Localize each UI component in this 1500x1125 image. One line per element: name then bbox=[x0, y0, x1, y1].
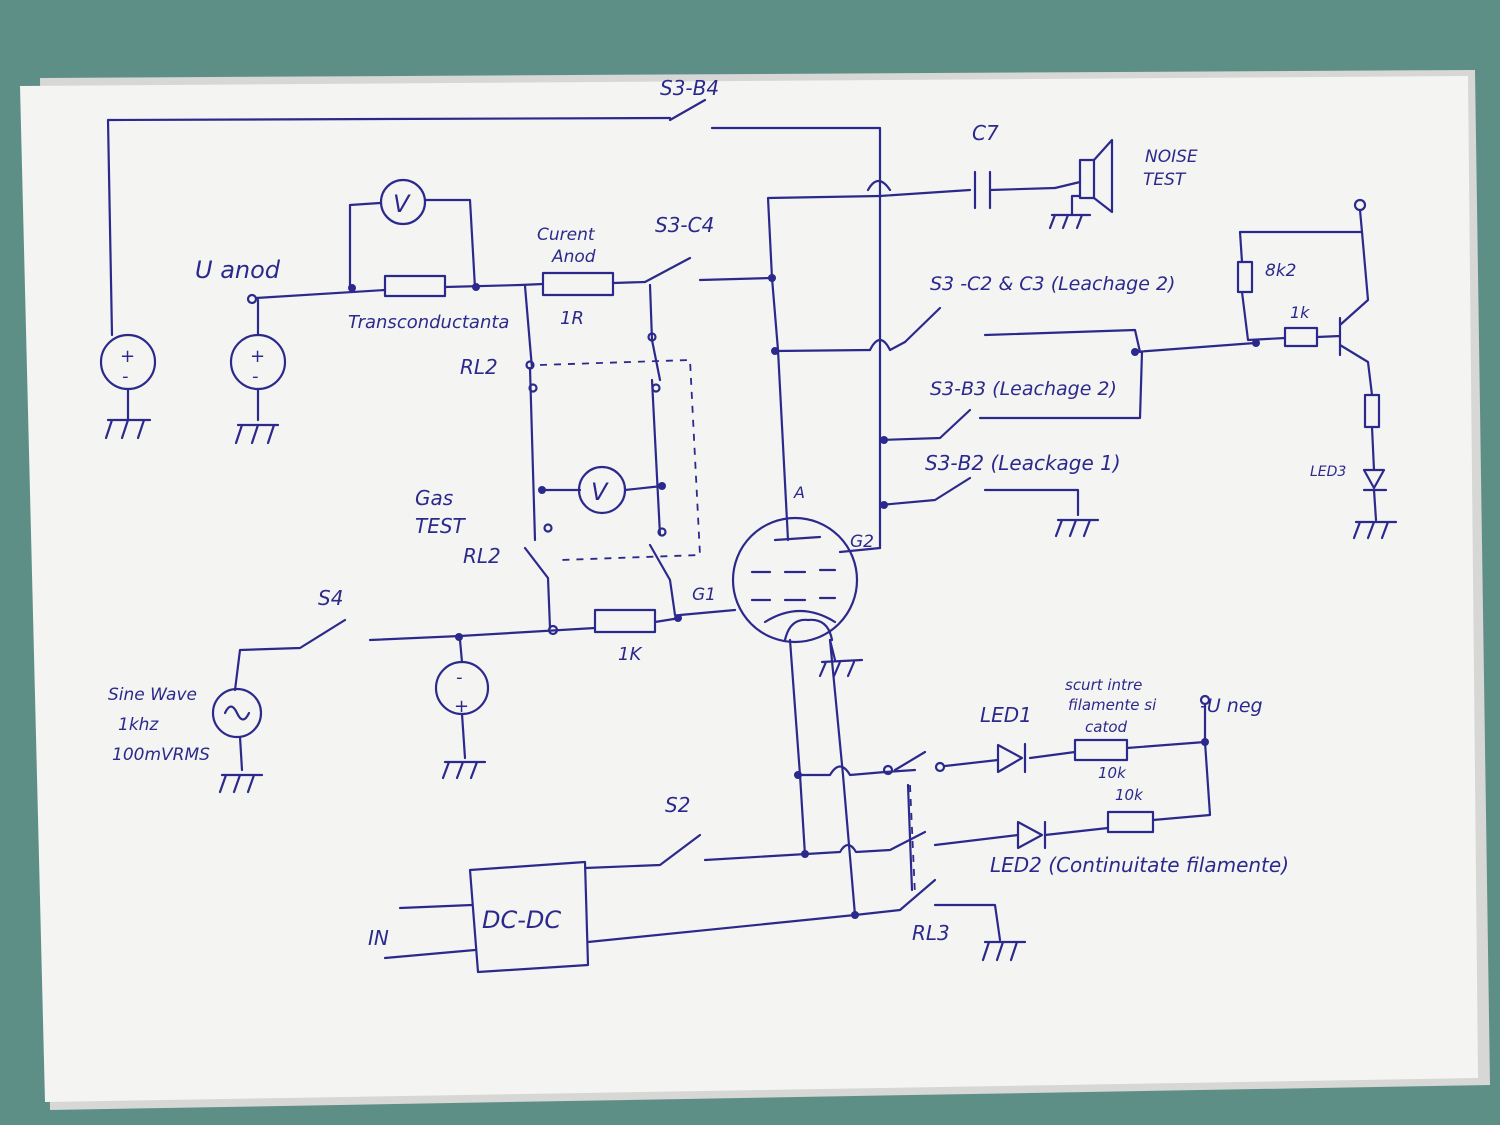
s2-switch-line bbox=[703, 830, 1020, 862]
label-s3-c2: S3 -C2 & C3 (Leachage 2) bbox=[930, 273, 1175, 295]
s4-switch bbox=[233, 618, 347, 692]
label-rl2-top: RL2 bbox=[460, 355, 498, 379]
label-8k2: 8k2 bbox=[1265, 261, 1296, 281]
label-g2: G2 bbox=[850, 532, 874, 552]
label-led1-note-3: catod bbox=[1085, 718, 1127, 736]
dcdc-block bbox=[468, 860, 590, 974]
ground-icon bbox=[1054, 518, 1100, 538]
svg-text:+: + bbox=[250, 346, 265, 367]
svg-text:+: + bbox=[454, 696, 469, 717]
label-10k-a: 10k bbox=[1098, 764, 1127, 782]
label-curent-line1: Curent bbox=[537, 225, 596, 245]
label-s3-b3: S3-B3 (Leachage 2) bbox=[930, 378, 1117, 400]
label-led3: LED3 bbox=[1310, 464, 1346, 480]
voltmeter-icon: V bbox=[379, 178, 427, 226]
tube-icon bbox=[678, 516, 882, 678]
svg-text:V: V bbox=[393, 190, 411, 218]
label-noise-test: TEST bbox=[1143, 170, 1187, 190]
label-s3-c4: S3-C4 bbox=[655, 213, 714, 237]
label-1k-grid: 1K bbox=[618, 644, 642, 665]
label-1r: 1R bbox=[560, 308, 584, 329]
svg-text:-: - bbox=[122, 366, 129, 387]
ground-icon bbox=[104, 418, 152, 440]
led2-resistor bbox=[1106, 810, 1155, 834]
paper-sheet bbox=[20, 76, 1478, 1102]
label-in: IN bbox=[368, 926, 389, 950]
label-transconductanta: Transconductanta bbox=[348, 312, 509, 333]
anode-supply: + - bbox=[229, 293, 287, 445]
label-dcdc: DC-DC bbox=[482, 906, 561, 934]
gas-voltmeter-icon: V bbox=[577, 465, 627, 515]
leakage-indicator bbox=[1236, 198, 1398, 540]
voltmeter-loop bbox=[348, 198, 477, 290]
s3-b3-switch bbox=[878, 350, 1144, 442]
label-u-anod: U anod bbox=[195, 256, 281, 284]
s3-b2-switch bbox=[878, 476, 1080, 517]
label-s4: S4 bbox=[318, 586, 343, 610]
led1-icon bbox=[996, 742, 1027, 774]
sine-generator-icon bbox=[211, 687, 264, 794]
svg-text:+: + bbox=[120, 346, 135, 367]
svg-text:-: - bbox=[456, 667, 463, 688]
label-test: TEST bbox=[415, 514, 467, 538]
transconductance-resistor bbox=[383, 274, 447, 298]
label-curent-line2: Anod bbox=[551, 247, 596, 267]
rl2-relay-contacts bbox=[523, 283, 662, 542]
rl3-switch bbox=[933, 903, 1002, 942]
s3-c4-switch bbox=[643, 256, 774, 284]
label-c7: C7 bbox=[972, 121, 999, 145]
relay-link bbox=[539, 359, 701, 561]
label-s3-b4: S3-B4 bbox=[660, 76, 719, 100]
left-battery: + - bbox=[99, 116, 672, 422]
label-rl3: RL3 bbox=[912, 921, 950, 945]
label-1k-top: 1k bbox=[1290, 303, 1310, 322]
ground-icon bbox=[981, 940, 1027, 962]
label-led1: LED1 bbox=[980, 703, 1032, 727]
s3-c2-switch bbox=[903, 306, 1142, 354]
label-s2: S2 bbox=[665, 793, 690, 817]
label-led2: LED2 (Continuitate filamente) bbox=[990, 853, 1289, 877]
s3-b4-switch bbox=[668, 98, 882, 550]
led1-wire bbox=[943, 750, 1077, 768]
label-led1-note-1: scurt intre bbox=[1065, 676, 1142, 694]
svg-text:V: V bbox=[591, 478, 609, 506]
s2-switch bbox=[583, 833, 702, 870]
speaker-icon bbox=[1048, 138, 1114, 230]
label-led1-note-2: filamente si bbox=[1068, 696, 1157, 714]
anode-bus bbox=[766, 194, 882, 542]
label-10k-b: 10k bbox=[1115, 786, 1144, 804]
grid-resistor bbox=[593, 608, 657, 634]
label-noise: NOISE bbox=[1145, 147, 1198, 167]
label-sine-1: Sine Wave bbox=[108, 685, 197, 705]
led1-resistor bbox=[1073, 738, 1129, 762]
label-gas: Gas bbox=[415, 486, 453, 510]
label-sine-3: 100mVRMS bbox=[112, 745, 210, 765]
c7-capacitor bbox=[973, 170, 1057, 210]
current-wire bbox=[518, 280, 647, 287]
svg-text:-: - bbox=[252, 366, 259, 387]
label-u-neg: -U neg bbox=[1200, 695, 1263, 717]
label-anode: A bbox=[793, 483, 805, 502]
label-s3-b2: S3-B2 (Leackage 1) bbox=[925, 451, 1121, 475]
label-rl2-bottom: RL2 bbox=[463, 544, 501, 568]
label-g1: G1 bbox=[692, 585, 716, 605]
label-sine-2: 1khz bbox=[118, 715, 159, 735]
grid-bias-battery: - + bbox=[434, 638, 490, 780]
anode-wire bbox=[254, 283, 522, 300]
